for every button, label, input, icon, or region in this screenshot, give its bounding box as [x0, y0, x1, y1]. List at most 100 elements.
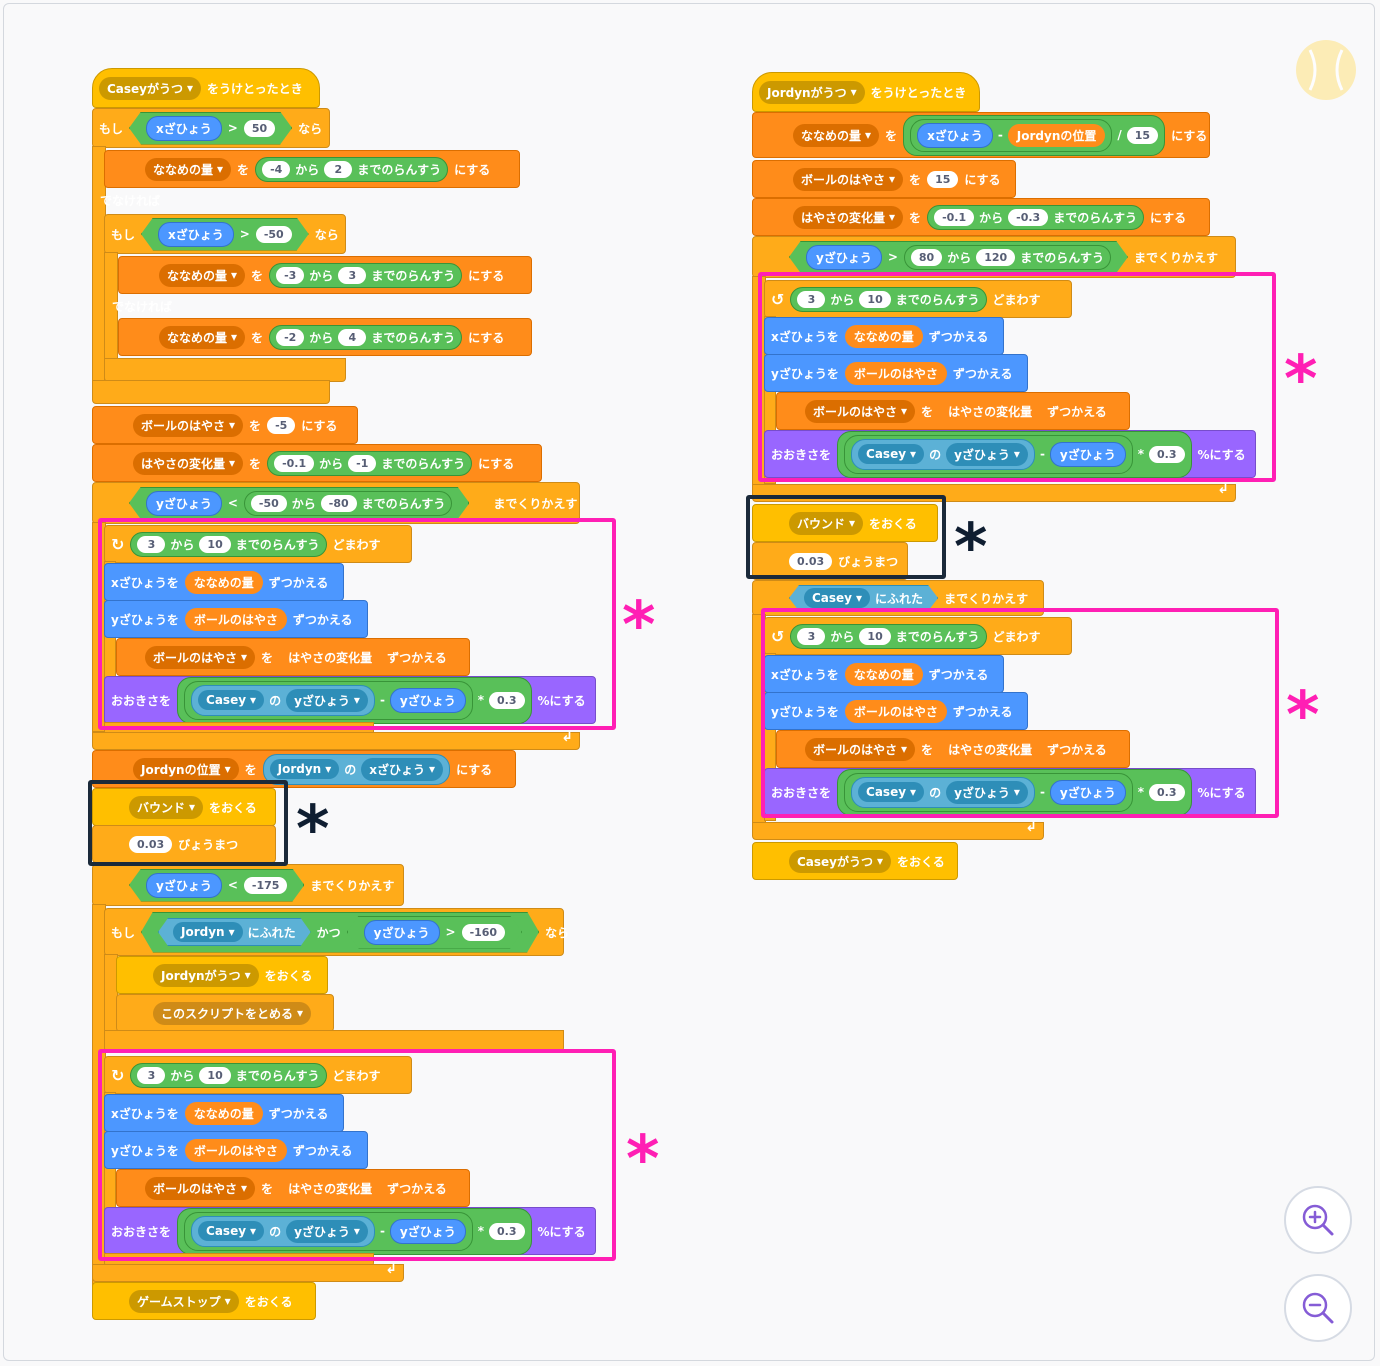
if-else-block[interactable]: もし xざひょう > -50 なら — [104, 214, 346, 254]
speed-change-reporter[interactable]: はやさの変化量 — [939, 737, 1042, 761]
number-input[interactable]: 0.03 — [789, 552, 833, 570]
change-y-block[interactable]: yざひょうを ボールのはやさ ずつかえる — [104, 1131, 368, 1169]
sensing-of-block[interactable]: Casey▾ の yざひょう▾ — [191, 684, 375, 716]
number-input[interactable]: -4 — [262, 160, 291, 178]
speed-change-reporter[interactable]: はやさの変化量 — [279, 1176, 382, 1200]
change-y-block[interactable]: yざひょうを ボールのはやさ ずつかえる — [764, 692, 1028, 730]
y-position-reporter[interactable]: yざひょう — [389, 1218, 466, 1244]
number-input[interactable]: 3 — [338, 266, 367, 284]
sprite-dropdown[interactable]: Casey▾ — [804, 588, 870, 608]
broadcast-block[interactable]: Jordynがうつ▾ をおくる — [116, 956, 328, 994]
random-operator[interactable]: 3 から 10 までのらんすう — [130, 531, 327, 557]
y-position-reporter[interactable]: yざひょう — [806, 245, 882, 270]
speed-reporter[interactable]: ボールのはやさ — [844, 361, 947, 385]
change-variable-block[interactable]: ボールのはやさ▾ を はやさの変化量 ずつかえる — [776, 392, 1130, 430]
change-x-block[interactable]: xざひょうを ななめの量 ずつかえる — [104, 563, 344, 601]
message-dropdown[interactable]: Jordynがうつ▾ — [759, 80, 865, 104]
change-variable-block[interactable]: ボールのはやさ▾ を はやさの変化量 ずつかえる — [776, 730, 1130, 768]
sensing-of-block[interactable]: Casey▾ の yざひょう▾ — [851, 776, 1035, 808]
random-operator[interactable]: -4 から 2 までのらんすう — [255, 156, 449, 182]
speed-reporter[interactable]: ボールのはやさ — [184, 607, 287, 631]
sprite-dropdown[interactable]: Casey▾ — [858, 782, 925, 802]
greater-than-operator[interactable]: xざひょう > -50 — [141, 218, 309, 251]
sensing-of-block[interactable]: Casey▾ の yざひょう▾ — [191, 1215, 375, 1247]
variable-dropdown[interactable]: Jordynの位置▾ — [133, 757, 239, 781]
number-input[interactable]: 3 — [797, 290, 826, 308]
repeat-block[interactable]: ↺ 3 から 10 までのらんすう どまわす — [764, 280, 1072, 318]
set-variable-block[interactable]: ななめの量▾ を -4 から 2 までのらんすう にする — [104, 150, 520, 188]
greater-than-operator[interactable]: yざひょう > -160 — [347, 916, 522, 949]
variable-dropdown[interactable]: ボールのはやさ▾ — [145, 1176, 256, 1200]
subtract-operator[interactable]: Casey▾ の yざひょう▾ - yざひょう — [844, 772, 1133, 812]
variable-dropdown[interactable]: ななめの量▾ — [145, 157, 232, 181]
sprite-dropdown[interactable]: Casey▾ — [858, 444, 925, 464]
number-input[interactable]: -0.1 — [934, 208, 975, 226]
message-dropdown[interactable]: バウンド▾ — [789, 511, 864, 535]
set-size-block[interactable]: おおきさを Casey▾ の yざひょう▾ - yざひょう * 0.3 %にする — [104, 676, 596, 724]
stop-option-dropdown[interactable]: このスクリプトをとめる▾ — [153, 1001, 312, 1025]
number-input[interactable]: 3 — [797, 627, 826, 645]
variable-dropdown[interactable]: ボールのはやさ▾ — [145, 645, 256, 669]
if-else-block[interactable]: もし xざひょう > 50 なら — [92, 108, 330, 148]
change-x-block[interactable]: xざひょうを ななめの量 ずつかえる — [764, 655, 1004, 693]
number-input[interactable]: 2 — [324, 160, 353, 178]
variable-dropdown[interactable]: ななめの量▾ — [793, 123, 880, 147]
property-dropdown[interactable]: yざひょう▾ — [286, 688, 368, 712]
random-operator[interactable]: 3 から 10 までのらんすう — [130, 1062, 327, 1088]
random-operator[interactable]: 3 から 10 までのらんすう — [790, 286, 987, 312]
message-dropdown[interactable]: バウンド▾ — [129, 795, 204, 819]
sprite-dropdown[interactable]: Casey▾ — [198, 1221, 265, 1241]
jordyn-position-reporter[interactable]: Jordynの位置 — [1007, 123, 1106, 147]
speed-reporter[interactable]: ボールのはやさ — [844, 699, 947, 723]
number-input[interactable]: 80 — [911, 249, 942, 266]
message-dropdown[interactable]: Caseyがうつ▾ — [99, 76, 202, 100]
number-input[interactable]: -50 — [256, 226, 292, 243]
greater-than-operator[interactable]: xざひょう > 50 — [129, 112, 292, 145]
divide-operator[interactable]: xざひょう - Jordynの位置 / 15 — [903, 114, 1166, 156]
broadcast-block[interactable]: ゲームストップ▾ をおくる — [92, 1282, 316, 1320]
multiply-operator[interactable]: Casey▾ の yざひょう▾ - yざひょう * 0.3 — [837, 768, 1192, 816]
variable-dropdown[interactable]: ボールのはやさ▾ — [805, 399, 916, 423]
slope-reporter[interactable]: ななめの量 — [184, 570, 263, 594]
less-than-operator[interactable]: yざひょう < -50 から -80 までのらんすう — [129, 487, 469, 520]
sensing-of-block[interactable]: Jordyn▾ の xざひょう▾ — [262, 753, 451, 785]
multiply-operator[interactable]: Casey▾ の yざひょう▾ - yざひょう * 0.3 — [177, 1207, 532, 1255]
number-input[interactable]: 0.3 — [489, 1222, 525, 1240]
variable-dropdown[interactable]: はやさの変化量▾ — [133, 451, 244, 475]
number-input[interactable]: -50 — [251, 495, 287, 512]
set-variable-block[interactable]: ななめの量▾ を -2 から 4 までのらんすう にする — [118, 318, 532, 356]
variable-dropdown[interactable]: ボールのはやさ▾ — [133, 413, 244, 437]
number-input[interactable]: 15 — [1126, 126, 1159, 144]
number-input[interactable]: 10 — [199, 535, 231, 553]
wait-block[interactable]: 0.03 びょうまつ — [92, 825, 276, 863]
number-input[interactable]: -1 — [348, 454, 377, 472]
number-input[interactable]: -160 — [462, 924, 506, 941]
message-dropdown[interactable]: Caseyがうつ▾ — [789, 849, 892, 873]
speed-change-reporter[interactable]: はやさの変化量 — [279, 645, 382, 669]
change-variable-block[interactable]: ボールのはやさ▾ を はやさの変化量 ずつかえる — [116, 638, 470, 676]
number-input[interactable]: 50 — [244, 120, 275, 137]
number-input[interactable]: -3 — [276, 266, 305, 284]
change-y-block[interactable]: yざひょうを ボールのはやさ ずつかえる — [104, 600, 368, 638]
number-input[interactable]: 10 — [859, 627, 891, 645]
touching-block[interactable]: Jordyn▾ にふれた — [158, 918, 311, 946]
change-y-block[interactable]: yざひょうを ボールのはやさ ずつかえる — [764, 354, 1028, 392]
multiply-operator[interactable]: Casey▾ の yざひょう▾ - yざひょう * 0.3 — [177, 676, 532, 724]
if-block[interactable]: もし Jordyn▾ にふれた かつ yざひょう > -160 なら — [104, 908, 569, 956]
multiply-operator[interactable]: Casey▾ の yざひょう▾ - yざひょう * 0.3 — [837, 430, 1192, 478]
change-x-block[interactable]: xざひょうを ななめの量 ずつかえる — [764, 317, 1004, 355]
variable-dropdown[interactable]: ボールのはやさ▾ — [793, 167, 904, 191]
slope-reporter[interactable]: ななめの量 — [844, 662, 923, 686]
repeat-block[interactable]: ↻ 3 から 10 までのらんすう どまわす — [104, 1056, 412, 1094]
touching-block[interactable]: Casey▾ にふれた — [789, 585, 938, 611]
property-dropdown[interactable]: yざひょう▾ — [286, 1219, 368, 1243]
set-variable-block[interactable]: はやさの変化量▾ を -0.1 から -0.3 までのらんすう にする — [752, 198, 1210, 236]
set-variable-block[interactable]: ななめの量▾ を xざひょう - Jordynの位置 / 15 にする — [752, 112, 1210, 158]
number-input[interactable]: -0.3 — [1008, 208, 1049, 226]
variable-dropdown[interactable]: ななめの量▾ — [159, 263, 246, 287]
repeat-block[interactable]: ↺ 3 から 10 までのらんすう どまわす — [764, 617, 1072, 655]
y-position-reporter[interactable]: yざひょう — [364, 920, 440, 945]
message-dropdown[interactable]: ゲームストップ▾ — [129, 1289, 239, 1313]
set-variable-block[interactable]: Jordynの位置▾ を Jordyn▾ の xざひょう▾ にする — [92, 750, 516, 788]
set-variable-block[interactable]: はやさの変化量▾ を -0.1 から -1 までのらんすう にする — [92, 444, 542, 482]
